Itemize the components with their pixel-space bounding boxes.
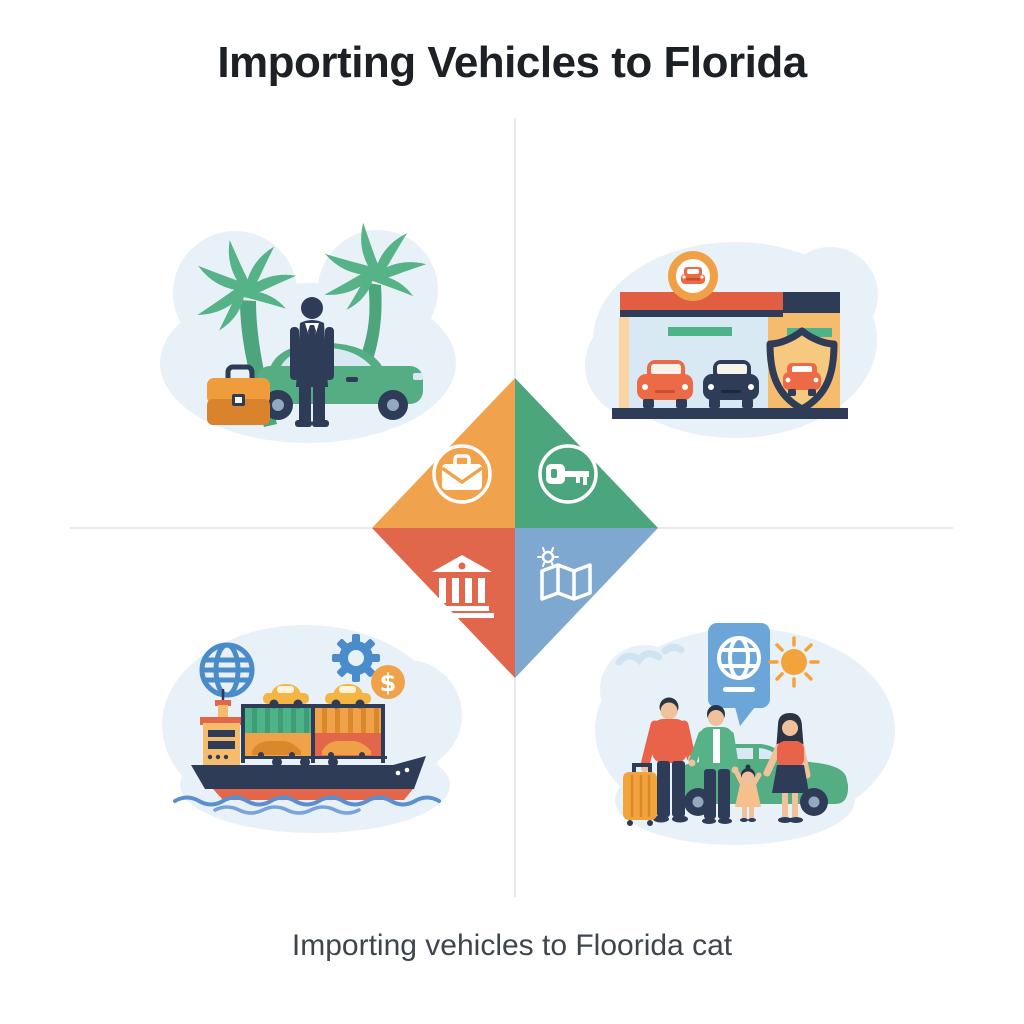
image-caption: Importing vehicles to Floorida cat bbox=[291, 929, 733, 962]
wheelhouse bbox=[200, 689, 243, 765]
ship-hull bbox=[191, 756, 426, 800]
page-title: Importing Vehicles to Florida bbox=[217, 38, 807, 87]
containers bbox=[241, 704, 385, 763]
key-icon bbox=[538, 444, 598, 504]
gear-icon bbox=[332, 634, 380, 682]
suitcase-icon bbox=[623, 763, 657, 826]
child bbox=[734, 764, 762, 822]
scene-cargo-ship: $ bbox=[162, 625, 462, 833]
svg-text:$: $ bbox=[380, 669, 397, 697]
deck-cars bbox=[263, 684, 371, 709]
center-diamond bbox=[372, 378, 658, 678]
map-icon bbox=[537, 547, 592, 601]
clouds-icon bbox=[615, 643, 685, 666]
showroom-car-orange bbox=[637, 360, 693, 408]
dollar-coin-icon: $ bbox=[371, 665, 405, 699]
palm-tree-right-icon bbox=[321, 222, 427, 371]
briefcase-icon bbox=[432, 444, 492, 504]
globe-icon bbox=[199, 642, 255, 698]
second-adult bbox=[688, 705, 739, 824]
family-of-four bbox=[640, 697, 811, 824]
car-badge-icon bbox=[668, 251, 718, 301]
mother bbox=[763, 713, 811, 823]
bank-icon bbox=[430, 555, 494, 618]
businessman-silhouette bbox=[290, 297, 334, 427]
orange-briefcase bbox=[207, 364, 270, 425]
scene-car-dealership bbox=[585, 242, 878, 438]
building-base bbox=[612, 408, 848, 419]
security-shield-icon bbox=[766, 327, 838, 413]
scene-family-arrival bbox=[595, 623, 895, 845]
sun-icon bbox=[768, 636, 820, 688]
diamond-segment-map bbox=[515, 528, 658, 678]
scene-businessman-palms bbox=[160, 222, 456, 443]
showroom-car-navy bbox=[703, 360, 759, 408]
waves bbox=[173, 795, 441, 815]
passport-speech-bubble-icon bbox=[708, 623, 770, 726]
